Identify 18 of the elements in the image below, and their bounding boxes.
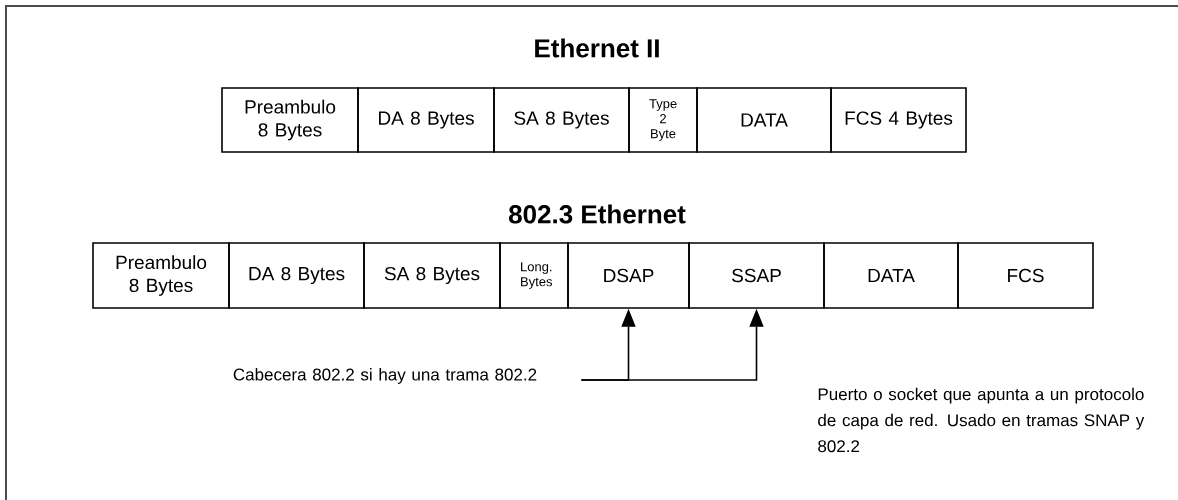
annotation-text: Cabecera 802.2 si hay una trama 802.2 bbox=[233, 368, 537, 384]
field-cell: DATA bbox=[823, 242, 959, 309]
field-cell: SA 8 Bytes bbox=[363, 242, 501, 309]
title: Ethernet II bbox=[535, 38, 659, 58]
field-cell: SA 8 Bytes bbox=[493, 87, 630, 153]
field-cell: Long. Bytes bbox=[499, 242, 569, 309]
field-cell: Preambulo 8 Bytes bbox=[221, 87, 359, 153]
field-cell: Preambulo 8 Bytes bbox=[92, 242, 230, 309]
field-cell: FCS 4 Bytes bbox=[830, 87, 967, 153]
field-cell: FCS bbox=[957, 242, 1094, 309]
field-cell: DA 8 Bytes bbox=[228, 242, 365, 309]
field-cell: SSAP bbox=[688, 242, 825, 309]
field-cell: DA 8 Bytes bbox=[357, 87, 495, 153]
field-cell: Type 2 Byte bbox=[628, 87, 698, 153]
field-cell: DATA bbox=[696, 87, 832, 153]
title: 802.3 Ethernet bbox=[508, 204, 686, 224]
note: Puerto o socket que apunta a un protocolo de capa de red. Usado en tramas SNAP y 802.2 bbox=[818, 387, 1145, 453]
field-cell: DSAP bbox=[567, 242, 690, 309]
